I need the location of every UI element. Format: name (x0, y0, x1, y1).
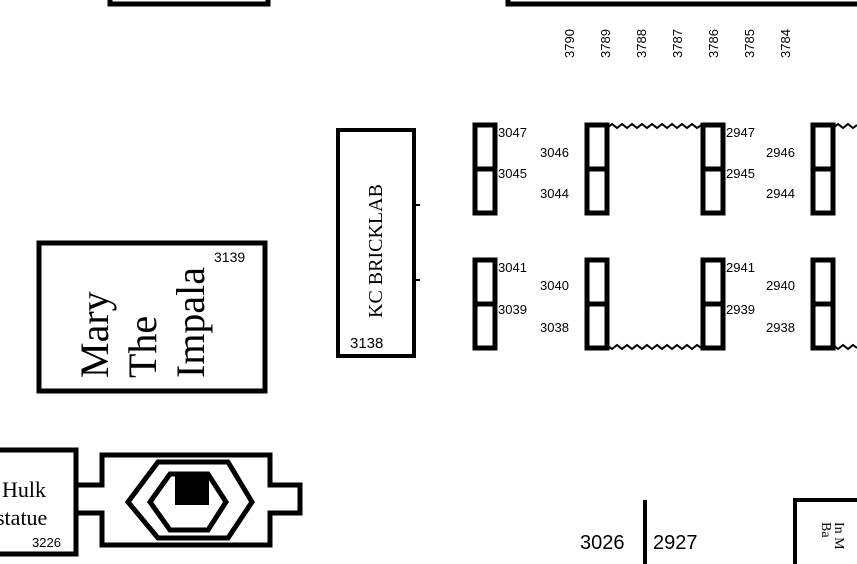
label-3040: 3040 (540, 278, 569, 293)
hulk-line-2: statue (0, 505, 47, 530)
zigzag-divider-lower-right (832, 343, 857, 351)
label-3039: 3039 (498, 302, 527, 317)
label-2938: 2938 (766, 320, 795, 335)
label-2946: 2946 (766, 145, 795, 160)
hulk-statue-booth[interactable]: Hulk statue 3226 (0, 447, 79, 557)
hulk-display-structure (76, 452, 303, 548)
mary-the-impala-booth[interactable]: Mary The Impala 3139 (36, 240, 268, 394)
top-left-partial-box[interactable] (107, 0, 271, 7)
hulk-booth-number: 3226 (32, 535, 61, 550)
top-number-3789[interactable]: 3789 (598, 29, 613, 58)
label-2941: 2941 (726, 260, 755, 275)
mary-line-2: The (120, 316, 165, 378)
zigzag-divider-upper-left (606, 122, 704, 130)
partial-label-line-2: Ba (818, 522, 833, 538)
mary-booth-number: 3139 (214, 249, 245, 265)
label-3041: 3041 (498, 260, 527, 275)
bottom-label-2927[interactable]: 2927 (653, 532, 698, 554)
top-number-3784[interactable]: 3784 (778, 29, 793, 58)
upper-booth-cluster (472, 122, 857, 216)
bottom-label-3026[interactable]: 3026 (580, 532, 625, 554)
label-3047: 3047 (498, 125, 527, 140)
top-number-3790[interactable]: 3790 (562, 29, 577, 58)
label-2945: 2945 (726, 166, 755, 181)
top-number-3786[interactable]: 3786 (706, 29, 721, 58)
mary-line-3: Impala (168, 267, 213, 378)
partial-booth-bottom-right[interactable]: In M Ba (793, 498, 857, 564)
hulk-line-1: Hulk (2, 477, 46, 502)
zigzag-divider-lower-left (606, 343, 704, 351)
kc-bricklab-label: KC BRICKLAB (365, 184, 387, 318)
zigzag-divider-upper-right (832, 122, 857, 130)
label-2939: 2939 (726, 302, 755, 317)
label-2940: 2940 (766, 278, 795, 293)
partial-label-line-1: In M (831, 522, 846, 550)
top-number-3787[interactable]: 3787 (670, 29, 685, 58)
mary-line-1: Mary (72, 291, 117, 378)
lower-booth-cluster (472, 257, 857, 351)
kc-bricklab-booth[interactable]: KC BRICKLAB 3138 (336, 128, 420, 358)
top-number-row: 3790 3789 3788 3787 3786 3785 3784 (562, 29, 793, 58)
label-3044: 3044 (540, 186, 569, 201)
kc-booth-number: 3138 (350, 335, 383, 352)
label-3046: 3046 (540, 145, 569, 160)
label-3038: 3038 (540, 320, 569, 335)
hulk-statue-figure (175, 475, 209, 505)
top-right-partial-box[interactable] (505, 0, 857, 7)
label-3045: 3045 (498, 166, 527, 181)
top-number-3788[interactable]: 3788 (634, 29, 649, 58)
label-2947: 2947 (726, 125, 755, 140)
label-2944: 2944 (766, 186, 795, 201)
top-number-3785[interactable]: 3785 (742, 29, 757, 58)
